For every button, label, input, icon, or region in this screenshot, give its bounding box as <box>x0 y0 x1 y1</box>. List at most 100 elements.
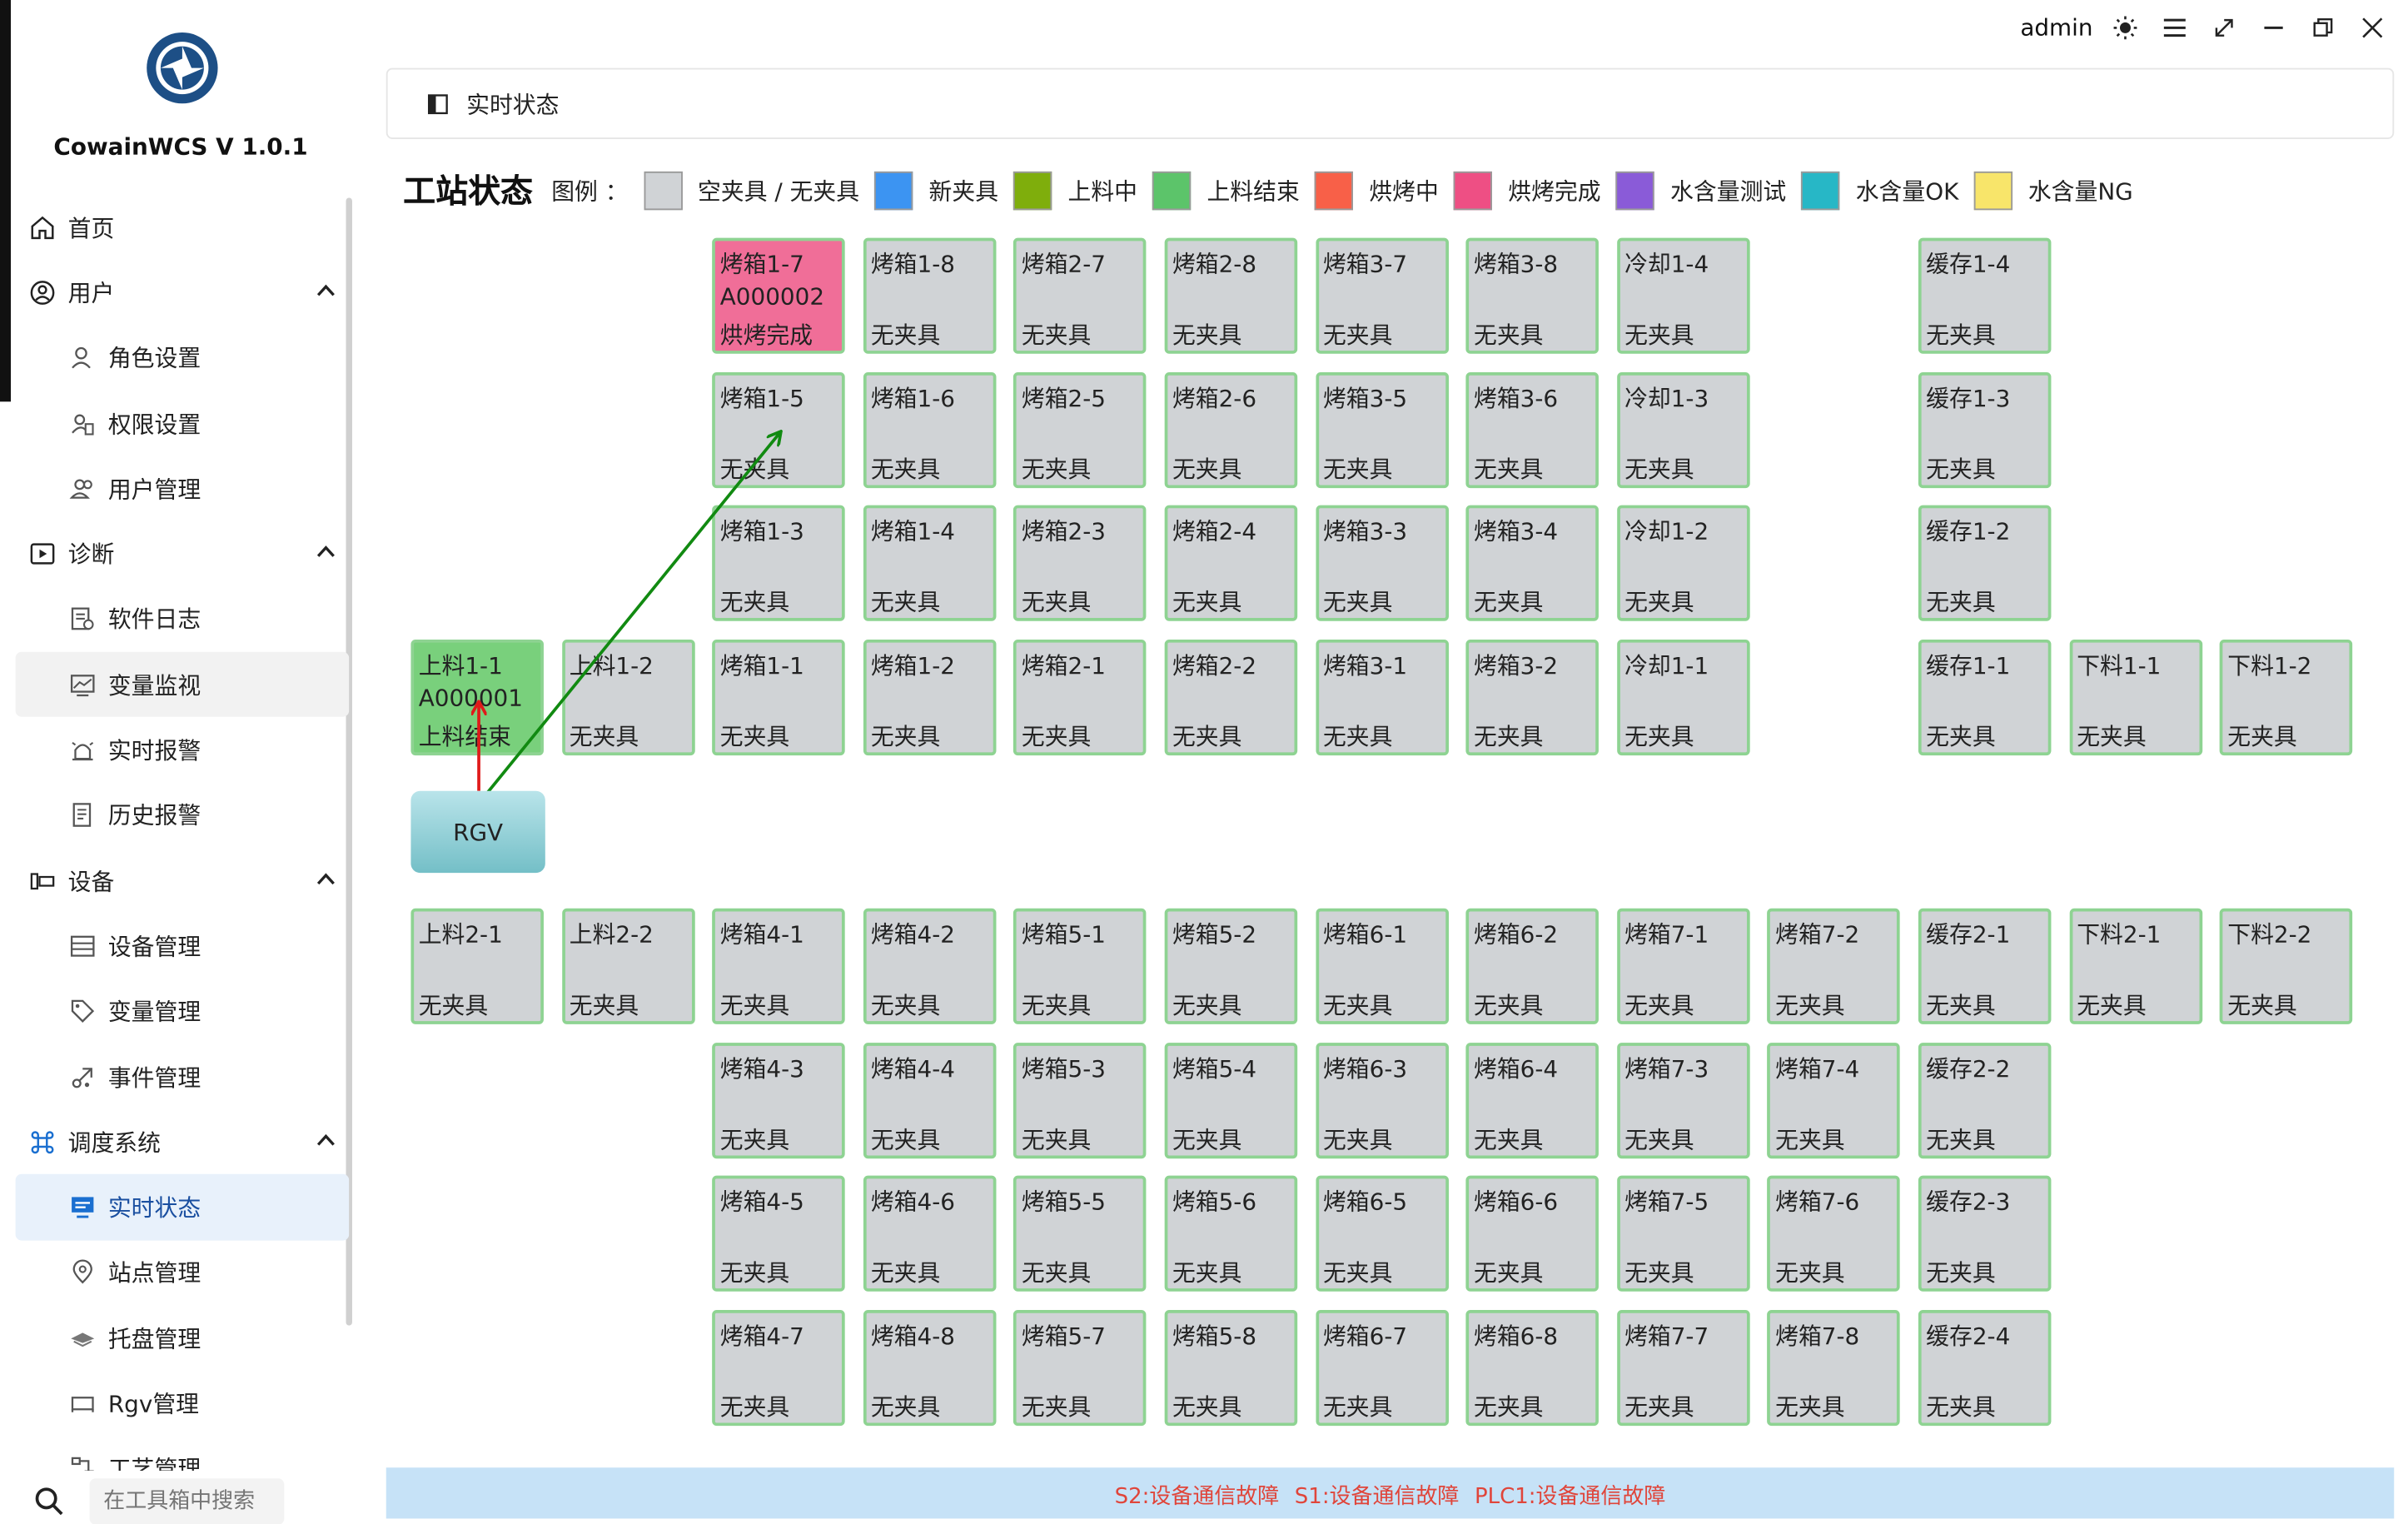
sidebar-item-user-circle[interactable]: 用户 <box>16 260 350 325</box>
tab-realtime-status[interactable]: 实时状态 <box>466 90 560 118</box>
sidebar-item-monitor-chart[interactable]: 变量监视 <box>15 651 350 718</box>
sidebar-item-play-square[interactable]: 诊断 <box>16 521 350 586</box>
sidebar-item-users[interactable]: 用户管理 <box>16 456 350 521</box>
chevron-up-icon[interactable] <box>315 541 336 563</box>
close-button[interactable] <box>2359 11 2386 45</box>
chevron-up-icon[interactable] <box>315 1129 336 1151</box>
menu-button[interactable] <box>2161 11 2188 45</box>
sidebar-item-process[interactable]: 工艺管理 <box>16 1436 350 1471</box>
restore-button[interactable] <box>2309 11 2336 45</box>
sidebar-scrollbar[interactable] <box>346 197 352 1326</box>
theme-toggle-button[interactable] <box>2112 11 2139 45</box>
sidebar-item-event[interactable]: 事件管理 <box>16 1044 350 1109</box>
sidebar-item-table[interactable]: 设备管理 <box>16 914 350 979</box>
sidebar-item-command[interactable]: 调度系统 <box>16 1109 350 1174</box>
rgv-vehicle[interactable]: RGV <box>410 790 545 874</box>
sidebar-item-tray[interactable]: 托盘管理 <box>16 1306 350 1371</box>
sidebar-item-history-doc[interactable]: 历史报警 <box>16 783 350 848</box>
sidebar-item-log[interactable]: 软件日志 <box>16 586 350 651</box>
sidebar-item-tag[interactable]: 变量管理 <box>16 979 350 1043</box>
sidebar-item-permission[interactable]: 权限设置 <box>16 391 350 456</box>
chevron-up-icon[interactable] <box>315 280 336 301</box>
fullscreen-button[interactable] <box>2211 11 2238 45</box>
sidebar-item-role[interactable]: 角色设置 <box>16 326 350 391</box>
sidebar-item-home[interactable]: 首页 <box>16 195 350 260</box>
search-icon[interactable] <box>34 1487 65 1517</box>
sidebar-item-location-pin[interactable]: 站点管理 <box>16 1240 350 1305</box>
sidebar-item-device[interactable]: 设备 <box>16 848 350 913</box>
sidebar-item-rgv[interactable]: Rgv管理 <box>16 1371 350 1436</box>
minimize-button[interactable] <box>2260 11 2287 45</box>
current-user[interactable]: admin <box>2020 13 2093 42</box>
sidebar-item-alarm[interactable]: 实时报警 <box>16 717 350 782</box>
